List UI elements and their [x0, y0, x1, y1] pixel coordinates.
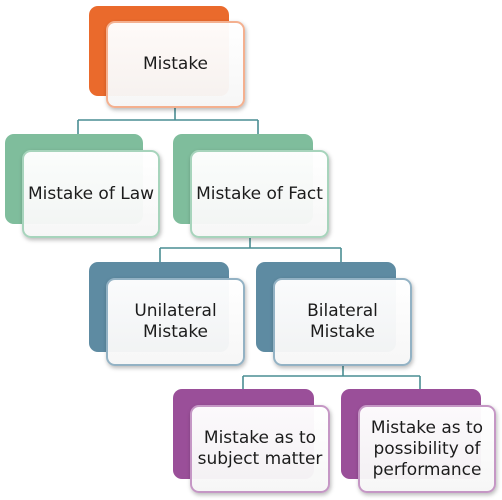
- node-mistake-possibility-of-performance-card: Mistake as to possibility of performance: [358, 405, 496, 493]
- node-mistake-of-law-card: Mistake of Law: [22, 150, 160, 238]
- node-bilateral-mistake-card: Bilateral Mistake: [273, 278, 412, 366]
- node-mistake-subject-matter-label: Mistake as to subject matter: [197, 428, 323, 469]
- node-unilateral-mistake-label: Unilateral Mistake: [134, 301, 217, 342]
- node-unilateral-mistake-card: Unilateral Mistake: [106, 278, 245, 366]
- node-bilateral-mistake-label: Bilateral Mistake: [307, 301, 378, 342]
- node-mistake-subject-matter-card: Mistake as to subject matter: [190, 405, 330, 493]
- connector-bilateral-to-level3: [242, 365, 421, 405]
- node-mistake-of-law-label: Mistake of Law: [28, 183, 155, 204]
- connector-fact-to-level2: [159, 237, 342, 278]
- node-mistake-card: Mistake: [106, 21, 245, 108]
- node-mistake-of-fact-card: Mistake of Fact: [190, 150, 329, 238]
- node-mistake-of-fact-label: Mistake of Fact: [196, 183, 323, 204]
- node-mistake-label: Mistake: [142, 54, 209, 74]
- node-mistake-possibility-of-performance-label: Mistake as to possibility of performance: [370, 417, 484, 480]
- connector-root-to-level1: [77, 108, 259, 150]
